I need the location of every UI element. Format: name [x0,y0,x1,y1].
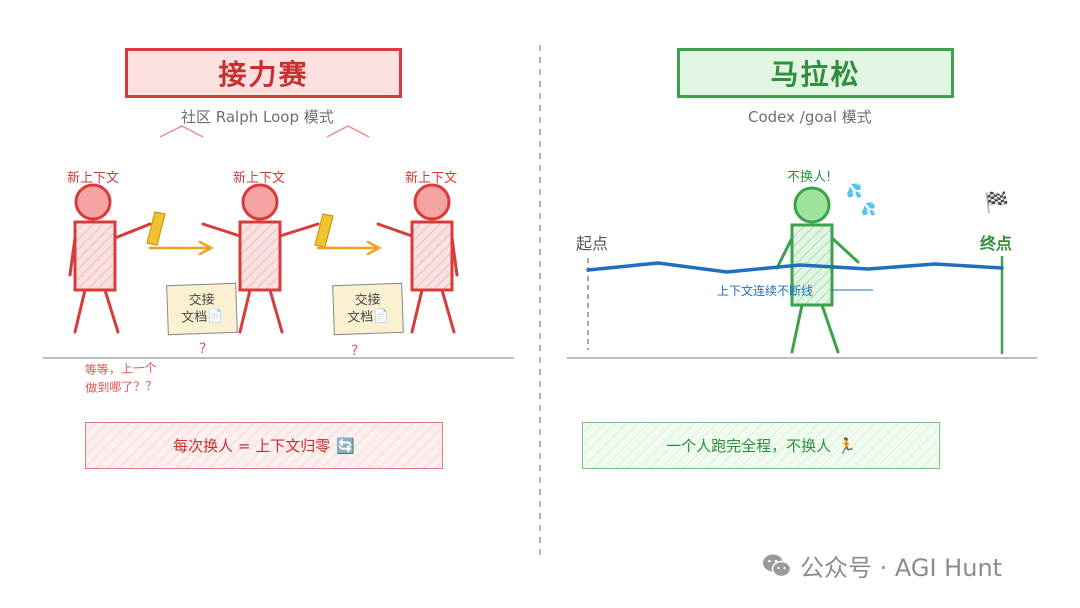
context-label-3: 新上下文 [405,171,458,186]
watermark: 公众号 · AGI Hunt [762,548,1002,583]
handoff-arrow-2 [316,240,382,256]
context-line [586,261,1004,274]
runner-figure-2 [201,183,320,334]
context-label-2: 新上下文 [233,171,286,186]
finish-label: 终点 [980,234,1013,253]
watermark-text: 公众号 · AGI Hunt [800,554,1003,582]
marathon-subtitle: Codex /goal 模式 [748,108,872,126]
question-mark-2: ? [351,343,359,359]
runner-figure-3 [376,183,459,334]
relay-subtitle: 社区 Ralph Loop 模式 [181,108,334,126]
handoff-doc-1: 交接 文档📄 [166,282,238,336]
document-icon: 📄 [206,309,224,325]
checkered-flag-icon: 🏁 [984,190,1009,214]
handoff-doc-2-line2: 文档 [346,309,374,326]
marathon-title: 马拉松 [677,48,954,98]
confused-note-line2: 做到哪了？？ [85,378,158,396]
speech-no-swap: 不换人! [787,170,832,185]
baton-1 [146,211,166,246]
handoff-doc-1-line1: 交接 [188,292,215,309]
handoff-doc-2: 交接 文档📄 [332,282,404,336]
chevron-left-icon [159,125,204,138]
relay-summary-box: 每次换人 = 上下文归零 🔄 [85,422,443,469]
handoff-arrow-1 [148,240,214,256]
confused-note: 等等，上一个 做到哪了？？ [84,359,157,397]
marathon-summary-box: 一个人跑完全程，不换人 🏃 [582,422,940,469]
relay-title: 接力赛 [125,48,402,98]
wechat-icon [763,554,792,577]
document-icon: 📄 [372,309,390,325]
marathon-summary-text: 一个人跑完全程，不换人 [666,437,832,455]
marathon-runner-figure [775,186,860,354]
runner-figure-1 [68,183,152,334]
question-mark-1: ? [199,341,207,357]
sweat-icon: 💦 [861,202,876,216]
start-label: 起点 [576,234,609,253]
relay-summary-text: 每次换人 = 上下文归零 [173,437,331,455]
handoff-doc-2-line1: 交接 [354,292,381,309]
handoff-doc-1-line2: 文档 [180,309,208,326]
reset-icon: 🔄 [336,436,355,455]
baton-2 [314,213,334,248]
runner-icon: 🏃 [837,436,856,455]
sweat-icon: 💦 [846,184,863,199]
continuous-context-label: 上下文连续不断线 [717,284,814,298]
context-label-1: 新上下文 [67,171,120,186]
chevron-right-icon [326,125,370,138]
